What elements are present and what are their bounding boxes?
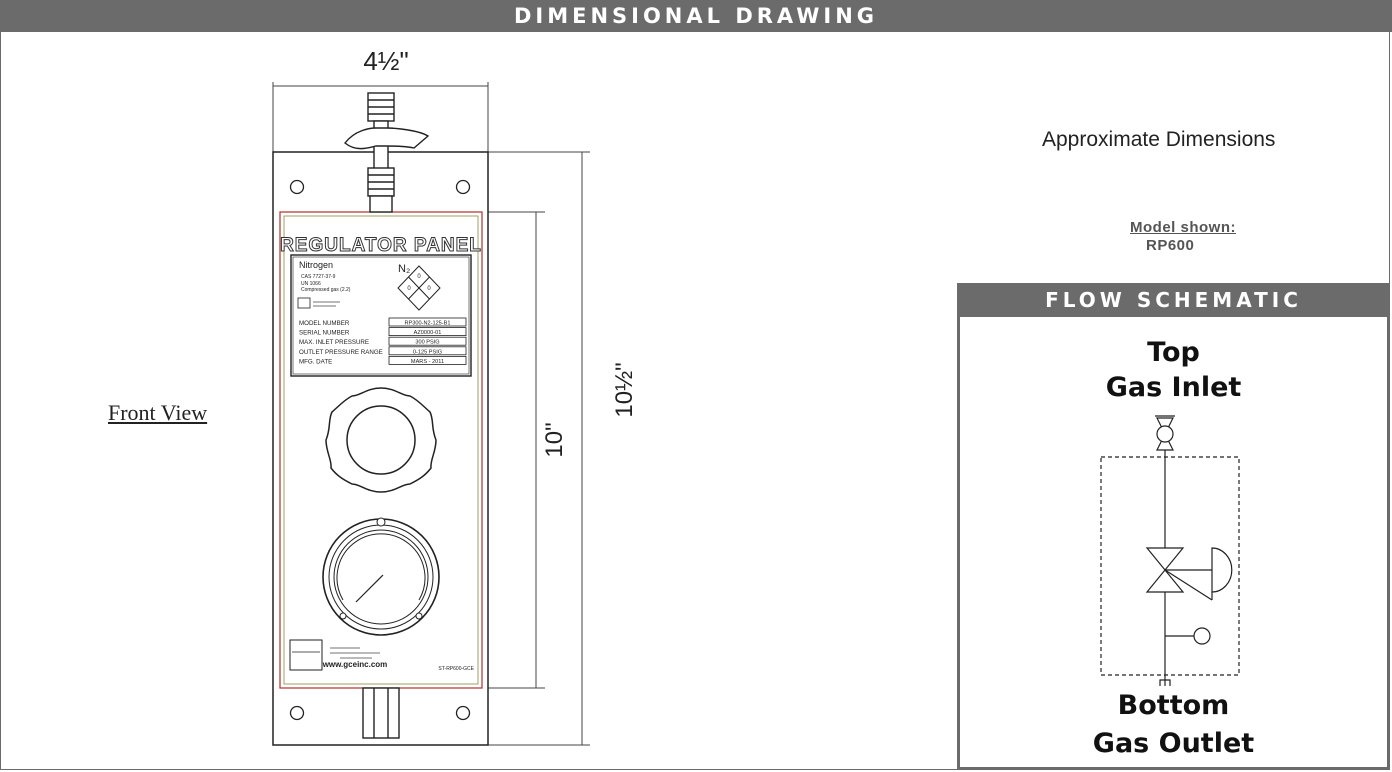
flow-schematic-header: FLOW SCHEMATIC [957, 283, 1390, 317]
plate-row-label: OUTLET PRESSURE RANGE [299, 349, 383, 356]
flow-gas-outlet-label: Gas Outlet [1092, 728, 1255, 759]
cas-number: CAS 7727-37-9 [301, 274, 336, 280]
un-number: UN 1066 [301, 281, 321, 287]
gas-name: Nitrogen [299, 260, 333, 270]
outlet-stub [1159, 679, 1171, 686]
flow-schematic-panel [957, 283, 1390, 770]
plate-row-value-box [388, 346, 467, 356]
diamond-top: 0 [417, 274, 421, 280]
inlet-valve-symbol [1155, 415, 1175, 451]
outlet-fitting [362, 687, 400, 739]
faceplate-inner [283, 215, 479, 685]
inner-height-label: 10" [541, 422, 568, 457]
flow-bottom-label: Bottom [1117, 690, 1230, 721]
width-dimension [272, 82, 489, 152]
diamond-right: 0 [427, 286, 431, 292]
label-plate: REGULATOR PANEL Nitrogen N₂ CAS 7727-37-… [280, 235, 482, 377]
plate-row-label: MODEL NUMBER [299, 320, 350, 327]
diamond-left: 0 [407, 286, 411, 292]
plate-row-value: MARS - 2011 [411, 359, 444, 365]
plate-row-value: 300 PSIG [415, 340, 439, 346]
approximate-dimensions-note: Approximate Dimensions [1042, 128, 1276, 151]
regulator-valve-symbol [1145, 547, 1233, 601]
gauge-symbol [1165, 627, 1211, 645]
model-shown-value: RP600 [1146, 237, 1195, 254]
front-view-label: Front View [108, 400, 208, 425]
plate-row-value-box [388, 336, 467, 346]
plate-website: www.gceinc.com [322, 660, 388, 669]
faceplate-footer [289, 639, 380, 671]
adjustment-knob [325, 387, 437, 493]
plate-row-value: RP300-N2-125-B1 [404, 321, 450, 327]
hazard-class: Compressed gas (2.2) [301, 287, 351, 293]
inner-height-dimension [478, 211, 545, 689]
inlet-fitting [344, 92, 430, 213]
plate-row-value: 0-125 PSIG [413, 349, 442, 355]
model-shown-label: Model shown: [1130, 219, 1236, 236]
plate-row-label: MAX. INLET PRESSURE [299, 339, 369, 346]
plate-row-label: MFG. DATE [299, 358, 332, 365]
plate-footer-code: ST-RP600-GCE [438, 666, 474, 672]
plate-row-value-box [388, 327, 467, 337]
flow-gas-inlet-label: Gas Inlet [1105, 372, 1242, 403]
outer-height-dimension [488, 151, 590, 746]
flow-schematic-diagram [1100, 415, 1240, 686]
plate-row-label: SERIAL NUMBER [299, 330, 350, 337]
flow-top-label: Top [1147, 337, 1200, 368]
regulator-enclosure [1100, 456, 1240, 676]
dimensional-drawing-header: DIMENSIONAL DRAWING [0, 0, 1392, 32]
outer-height-label: 10½" [611, 362, 638, 417]
plate-row-value-box [388, 317, 467, 327]
label-plate-title: REGULATOR PANEL [280, 235, 482, 256]
plate-row-value: AZ0000-01 [414, 330, 442, 336]
gas-formula: N₂ [398, 263, 410, 275]
pressure-gauge [322, 517, 440, 636]
front-view-drawing: 4½" 10½" 10" REGULATOR PANEL [272, 46, 638, 746]
width-dimension-label: 4½" [363, 46, 408, 76]
plate-row-value-box [388, 355, 467, 365]
mounting-holes [289, 179, 471, 721]
